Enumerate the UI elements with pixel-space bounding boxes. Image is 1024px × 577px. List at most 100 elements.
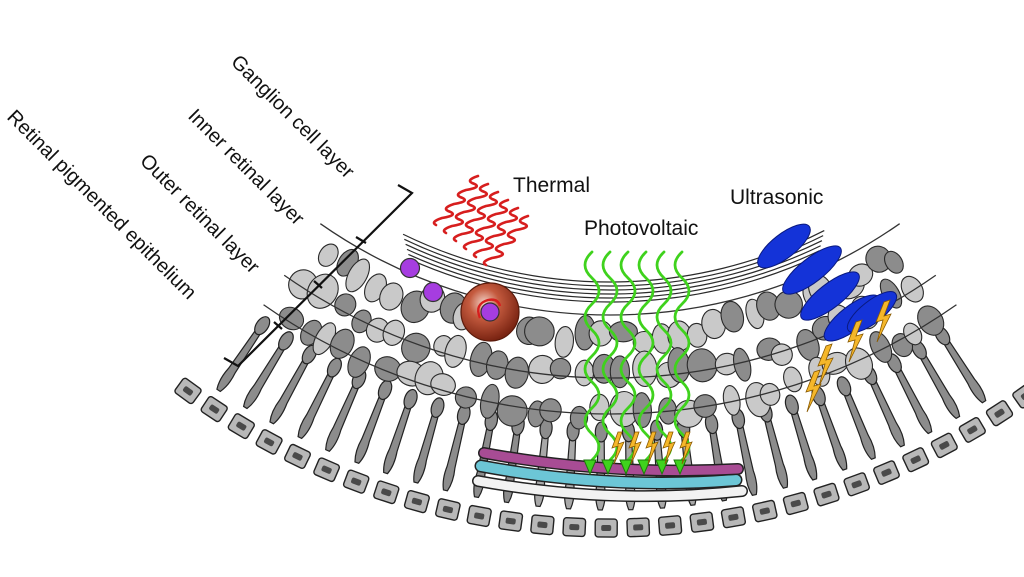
rpe-cell <box>530 514 555 536</box>
rpe-cell <box>782 491 809 516</box>
retinal-neuron <box>732 347 752 382</box>
arrowhead-icon <box>601 459 615 476</box>
ultrasound-blob-icon <box>800 271 860 321</box>
photoreceptor-cell <box>784 394 818 481</box>
bracket-tick-outer <box>273 321 283 330</box>
photovoltaic-wave-icon <box>601 250 619 462</box>
rpe-cell <box>902 447 930 473</box>
thermal-stimulation <box>399 174 530 342</box>
thermal-wave-icon <box>482 214 530 267</box>
rpe-cell <box>689 511 715 533</box>
arrowhead-icon <box>673 459 687 476</box>
ultrasonic-stimulation <box>757 223 898 413</box>
rpe-cell <box>930 432 958 459</box>
photoreceptor-cell <box>413 397 445 484</box>
retinal-neuron <box>554 325 575 358</box>
purple-nanoparticle <box>422 281 444 303</box>
rpe-cell <box>435 498 461 521</box>
retinal-neuron <box>883 250 904 274</box>
retinal-neuron <box>345 258 371 293</box>
photoreceptor-cell <box>269 344 318 425</box>
thermal-wave-icon <box>432 174 480 227</box>
retinal-neuron <box>496 395 528 427</box>
retinal-neuron <box>783 366 803 393</box>
rpe-cell <box>200 395 228 423</box>
photoreceptor-cell <box>836 376 876 461</box>
nerve-fiber <box>406 245 821 295</box>
ultrasound-blob-icon <box>782 245 842 295</box>
retinal-neuron <box>869 331 893 363</box>
thermal-wave-icon <box>452 190 500 243</box>
rpe-cell <box>342 469 370 494</box>
retinal-neuron <box>430 373 456 396</box>
photoreceptor-cell <box>242 331 294 410</box>
photoreceptor-cell <box>354 379 393 465</box>
arrowhead-icon <box>583 459 597 476</box>
lightning-spark-icon <box>645 431 659 465</box>
retinal-neuron <box>569 405 589 430</box>
rpe-cell <box>813 482 840 507</box>
retinal-neuron <box>722 385 741 416</box>
lightning-spark-icon <box>679 431 693 465</box>
lightning-spark-icon <box>817 343 834 387</box>
retinal-neuron <box>917 305 945 336</box>
retinal-neuron <box>444 334 467 368</box>
rpe-cell <box>843 472 870 497</box>
retinal-neuron <box>382 319 406 346</box>
retinal-neuron <box>379 282 404 311</box>
rpe-cell <box>958 416 986 443</box>
photoreceptor-cell <box>811 385 848 471</box>
retinal-neuron <box>278 306 305 331</box>
retinal-neuron <box>900 275 924 303</box>
lightning-spark-icon <box>628 431 642 465</box>
retinal-neuron <box>759 382 781 406</box>
retinal-neuron <box>524 316 555 347</box>
retinal-neuron <box>329 328 355 359</box>
photovoltaic-wave-icon <box>673 250 691 462</box>
label-retinal-pigmented-epithelium: Retinal pigmented epithelium <box>2 106 200 304</box>
retinal-neuron <box>903 322 923 346</box>
thermal-wave-icon <box>477 298 502 319</box>
label-photovoltaic: Photovoltaic <box>584 217 698 240</box>
rpe-cell <box>466 504 492 528</box>
thermal-wave-icon <box>462 198 510 251</box>
photoreceptor-cell <box>442 404 471 492</box>
rpe-cell <box>373 480 400 505</box>
layer-brackets <box>223 184 414 368</box>
implant-band-cyan-fill <box>476 461 741 488</box>
rpe-cell <box>751 499 778 523</box>
retinal-neuron <box>686 348 718 383</box>
retinal-neuron <box>549 357 572 380</box>
photoreceptor-cell <box>383 388 418 475</box>
lightning-spark-icon <box>662 431 676 465</box>
ultrasound-blob-icon <box>757 223 811 269</box>
retinal-neuron <box>720 300 745 333</box>
retinal-neuron <box>454 386 477 409</box>
purple-nanoparticle <box>480 302 500 322</box>
retinal-neuron <box>539 398 562 423</box>
purple-nanoparticle <box>399 257 421 279</box>
rpe-cell <box>626 517 651 538</box>
photoreceptor-cell <box>297 357 342 440</box>
rpe-cell <box>227 413 255 440</box>
photovoltaic-wave-icon <box>619 250 637 462</box>
rpe-cell <box>562 517 587 538</box>
bracket-tick-ganglion <box>355 236 367 244</box>
retinal-neuron <box>317 243 339 267</box>
subretinal-implant <box>472 447 748 503</box>
thermal-wave-icon <box>442 182 490 235</box>
nerve-fiber <box>409 255 819 303</box>
bracket-line <box>223 184 414 368</box>
photovoltaic-stimulation <box>583 250 693 476</box>
bracket-tick-inner <box>313 280 323 289</box>
rpe-cell <box>720 506 747 529</box>
rpe-cell <box>498 510 524 532</box>
rpe-cell <box>403 489 430 514</box>
label-ultrasonic: Ultrasonic <box>730 186 823 209</box>
arrowhead-icon <box>619 459 633 476</box>
lightning-spark-icon <box>847 319 864 363</box>
implant-band-white-fill <box>473 476 747 501</box>
rpe-cell <box>174 377 202 405</box>
rpe-cell <box>255 429 283 455</box>
